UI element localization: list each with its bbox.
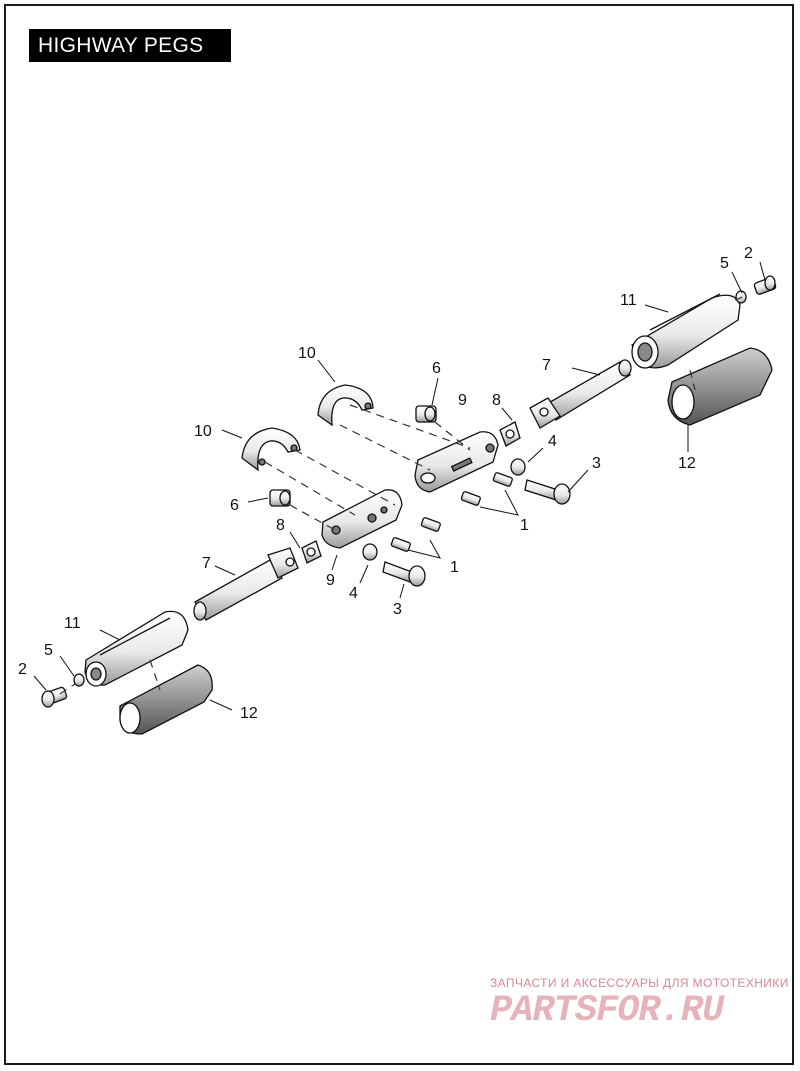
screws-1-left xyxy=(390,517,441,552)
callout-8-left: 8 xyxy=(276,517,285,534)
watermark-tagline: ЗАПЧАСТИ И АКСЕССУАРЫ ДЛЯ МОТОТЕХНИКИ xyxy=(490,976,789,990)
footpeg-11-left xyxy=(84,610,189,687)
mount-9-left xyxy=(321,489,403,549)
callout-3-right: 3 xyxy=(592,455,601,472)
diagram-frame xyxy=(4,4,794,1065)
washer-4-left xyxy=(362,543,378,561)
assembly-lines xyxy=(59,295,746,695)
callout-11-right: 11 xyxy=(620,292,637,309)
callout-1-right: 1 xyxy=(520,517,529,534)
callout-5-right: 5 xyxy=(720,255,729,272)
callout-4-right: 4 xyxy=(548,433,557,450)
callout-6-right: 6 xyxy=(432,360,441,377)
callout-11-left: 11 xyxy=(64,615,81,632)
callout-labels: 2 5 11 7 10 6 9 8 4 3 12 1 10 6 8 7 9 4 … xyxy=(18,245,753,722)
callout-10-right: 10 xyxy=(298,345,316,362)
clamp-10-left xyxy=(241,427,301,472)
washer-5-left xyxy=(73,673,85,687)
clamp-10-right xyxy=(317,384,374,427)
footpeg-11-right xyxy=(631,293,741,369)
callout-2-right: 2 xyxy=(744,245,753,262)
footpeg-rubber-12-right xyxy=(667,347,773,426)
mount-9-right xyxy=(414,431,499,493)
bolt-3-left xyxy=(382,561,426,587)
callout-10-left: 10 xyxy=(194,423,212,440)
screw-2-left xyxy=(41,686,68,708)
nut-6-left xyxy=(269,489,291,507)
callout-5-left: 5 xyxy=(44,642,53,659)
screw-2-right xyxy=(753,275,777,295)
callout-12-right: 12 xyxy=(678,455,696,472)
callout-7-left: 7 xyxy=(202,555,211,572)
callout-6-left: 6 xyxy=(230,497,239,514)
callout-3-left: 3 xyxy=(393,601,402,618)
callout-2-left: 2 xyxy=(18,661,27,678)
bolt-3-right xyxy=(524,479,571,505)
callout-4-left: 4 xyxy=(349,585,358,602)
callout-7-right: 7 xyxy=(542,357,551,374)
pin-7-left xyxy=(193,547,299,621)
footpeg-rubber-12-left xyxy=(119,664,213,735)
pin-7-right xyxy=(529,359,632,429)
washer-4-right xyxy=(510,458,526,476)
watermark-logo: PARTSFOR.RU xyxy=(490,990,724,1032)
screws-1-right xyxy=(460,472,513,506)
nut-6-right xyxy=(415,405,437,423)
page-title: HIGHWAY PEGS xyxy=(29,29,231,62)
callout-8-right: 8 xyxy=(492,392,501,409)
leader-lines xyxy=(33,261,766,711)
callout-1-left: 1 xyxy=(450,559,459,576)
callout-12-left: 12 xyxy=(240,705,258,722)
callout-9-left: 9 xyxy=(326,572,335,589)
callout-9-right: 9 xyxy=(458,392,467,409)
